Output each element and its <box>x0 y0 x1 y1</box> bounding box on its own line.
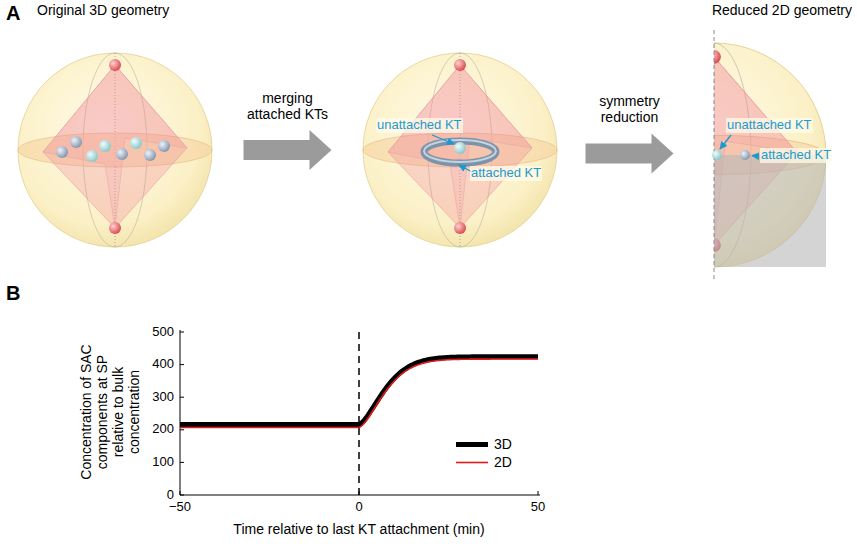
leader-line <box>720 135 731 149</box>
tick-mark <box>180 491 181 495</box>
sphere-reduced: Reduced 2D geometryunattached KTattached… <box>702 43 828 271</box>
block-arrow <box>244 130 332 170</box>
sphere-merged <box>363 53 557 247</box>
panel-letter: A <box>6 2 20 25</box>
kt-ball <box>454 142 466 154</box>
tick-mark <box>180 495 184 496</box>
domain-quadrant <box>714 155 826 267</box>
y-tick-label: 400 <box>152 357 174 372</box>
panel-letter: B <box>6 282 20 305</box>
y-axis-title: Concentration of SAC components at SP re… <box>78 332 142 492</box>
y-tick-label: 200 <box>152 422 174 437</box>
arrow-label: symmetry reduction <box>585 93 675 125</box>
legend-sample <box>456 462 488 464</box>
tick-mark <box>359 491 360 495</box>
arrow-label: merging attached KTs <box>243 90 333 122</box>
kt-label: unattached KT <box>726 118 813 133</box>
sphere-merged: unattached KT attached KT <box>363 53 557 247</box>
sphere-original: Original 3D geometry <box>18 53 212 247</box>
kt-label: attached KT <box>760 148 832 163</box>
legend-label: 3D <box>494 436 512 452</box>
x-tick-label: −50 <box>169 500 191 515</box>
curves <box>180 357 538 428</box>
leader-line <box>752 155 757 157</box>
y-tick-label: 500 <box>152 325 174 340</box>
y-tick-label: 300 <box>152 390 174 405</box>
x-tick-label: 0 <box>355 500 362 515</box>
panel-title: Original 3D geometry <box>37 2 169 18</box>
kinetochores <box>56 136 170 162</box>
tick-mark <box>180 364 184 365</box>
legend-sample <box>456 442 488 447</box>
kt-ball <box>712 150 722 160</box>
tick-mark <box>180 462 184 463</box>
line-chart <box>180 330 540 495</box>
tick-mark <box>180 397 184 398</box>
sphere-3d <box>18 53 212 247</box>
leader-line <box>432 135 454 144</box>
kt-label: attached KT <box>470 166 542 181</box>
x-tick-label: 50 <box>531 500 545 515</box>
x-axis <box>180 495 540 496</box>
tick-mark <box>180 332 184 333</box>
tick-mark <box>180 429 184 430</box>
y-axis <box>180 330 181 495</box>
legend-samples <box>456 445 488 463</box>
kt-ball <box>740 150 750 160</box>
torus-kt <box>424 141 496 163</box>
kt-label: unattached KT <box>376 118 463 133</box>
block-arrow <box>586 134 674 174</box>
y-tick-label: 100 <box>152 455 174 470</box>
legend-label: 2D <box>494 454 512 470</box>
curve-2d <box>180 359 538 427</box>
ticks <box>180 332 538 495</box>
panel-title: Reduced 2D geometry <box>712 2 852 18</box>
x-axis-title: Time relative to last KT attachment (min… <box>233 521 484 537</box>
curve-3d <box>180 357 538 425</box>
event-line <box>358 332 360 495</box>
tick-mark <box>538 491 539 495</box>
